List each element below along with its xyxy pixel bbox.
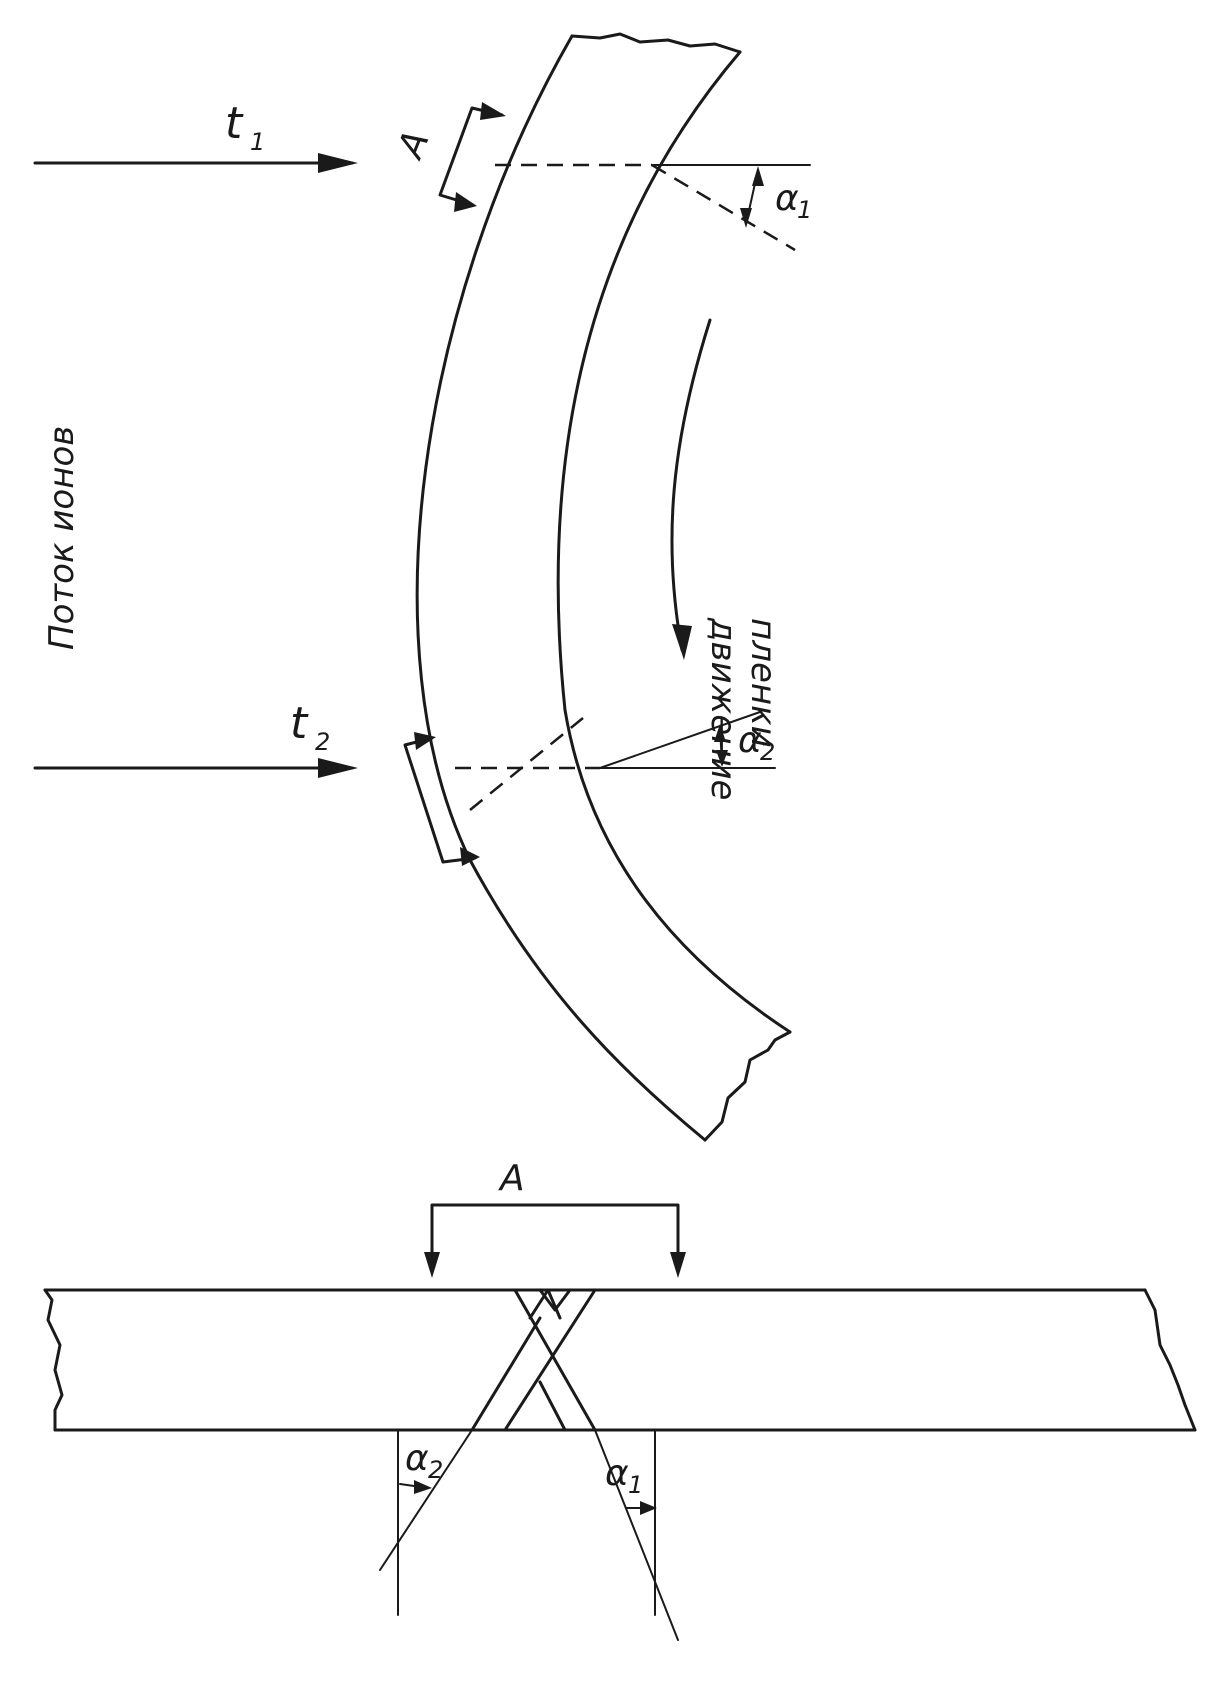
t1-label: t — [225, 98, 244, 149]
film-top-cut — [570, 32, 742, 54]
section-marker-top: A — [390, 102, 506, 212]
arrow-head-icon — [714, 724, 726, 742]
film-bottom-cut — [703, 1030, 792, 1142]
section-top-label: A — [390, 125, 438, 165]
alpha2-bottom-label: α — [405, 1438, 429, 1479]
ion-beam-t2: t 2 — [33, 698, 358, 778]
alpha1-top-subscript: 1 — [797, 196, 812, 224]
film-motion-arrow — [670, 318, 712, 652]
film-motion-text-line2: пленки — [743, 618, 783, 748]
section-bottom-label: A — [498, 1158, 525, 1199]
film-outer-edge — [415, 34, 707, 1142]
track-center-notch — [538, 1288, 572, 1312]
film-inner-edge — [556, 50, 792, 1034]
arrow-head-icon — [752, 166, 764, 186]
arrow-head-icon — [414, 732, 436, 750]
arrow-head-icon — [672, 624, 692, 660]
alpha2-top-subscript: 2 — [760, 738, 775, 766]
dashed-deflection-line — [651, 163, 796, 252]
track-alpha2 — [470, 1288, 597, 1432]
film-motion-indicator: движение пленки — [670, 318, 783, 800]
angle-alpha2-top: α 2 — [455, 711, 776, 811]
angle-alpha1-top: α 1 — [495, 163, 812, 252]
ion-flow-label: Поток ионов — [42, 426, 82, 650]
alpha2-top-label: α — [738, 720, 762, 761]
film-motion-text-line1: движение — [703, 617, 743, 800]
arrow-head-icon — [454, 192, 477, 212]
arrow-head-icon — [640, 1501, 657, 1515]
arrow-head-icon — [318, 758, 358, 778]
t1-subscript: 1 — [250, 128, 265, 156]
arrow-head-icon — [414, 1480, 432, 1494]
arrow-head-icon — [480, 102, 506, 120]
section-marker-t2 — [403, 732, 480, 866]
arrow-head-icon — [670, 1252, 686, 1278]
exit-ray-alpha1 — [594, 1429, 679, 1641]
exit-ray-alpha2 — [379, 1429, 473, 1571]
arrow-head-icon — [460, 847, 480, 866]
ion-beam-t1: t 1 — [33, 98, 358, 173]
curved-film — [415, 32, 792, 1142]
t2-label: t — [290, 698, 309, 749]
section-bracket — [403, 736, 477, 864]
arrow-head-icon — [716, 750, 728, 767]
section-a-a: A α 2 α 1 — [43, 1158, 1197, 1641]
alpha2-bottom-subscript: 2 — [428, 1456, 443, 1484]
arrow-head-icon — [740, 208, 752, 228]
dashed-deflection-line — [469, 717, 584, 811]
arrow-head-icon — [318, 153, 358, 173]
alpha1-top-label: α — [775, 178, 799, 219]
film-strip-left-cut — [43, 1288, 64, 1432]
arrow-head-icon — [424, 1252, 440, 1278]
t2-subscript: 2 — [315, 728, 330, 756]
deflection-line — [599, 711, 761, 769]
section-bracket — [438, 106, 504, 207]
alpha1-bottom-subscript: 1 — [628, 1471, 643, 1499]
film-strip-right-cut — [1143, 1288, 1197, 1432]
section-bracket — [430, 1203, 680, 1272]
alpha1-bottom-label: α — [605, 1453, 629, 1494]
